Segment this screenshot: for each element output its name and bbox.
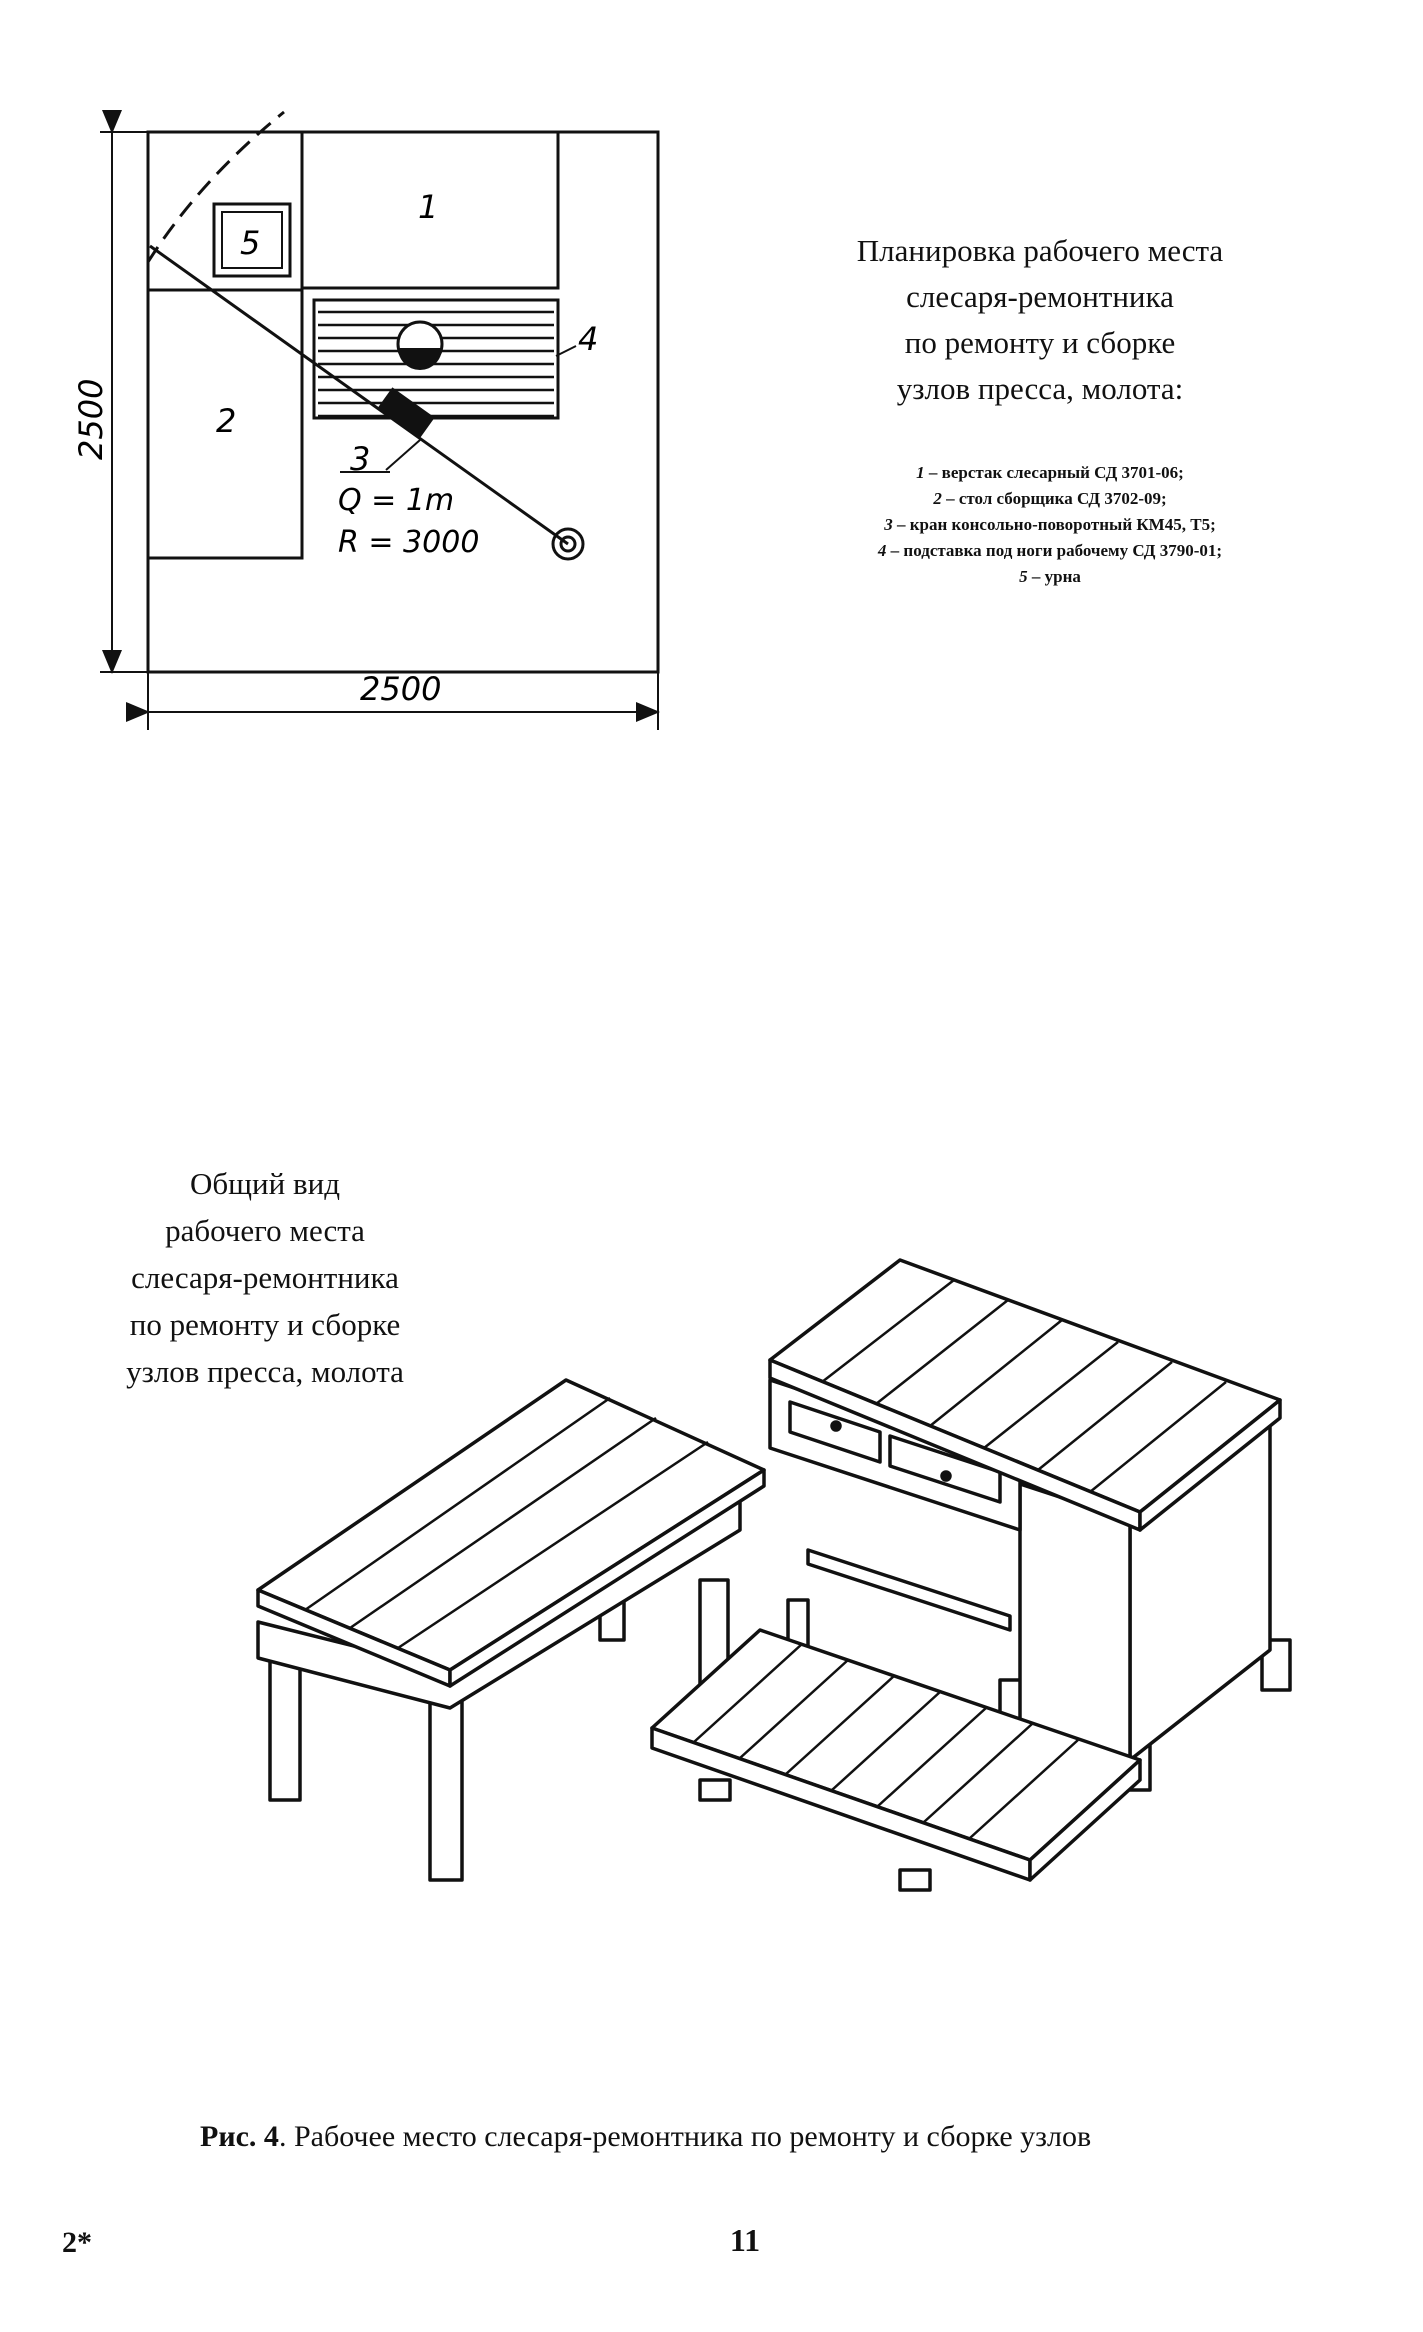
plan-title-line: по ремонту и сборке (904, 325, 1176, 360)
crane-radius-label: R = 3000 (338, 525, 479, 560)
legend-item: 2 – стол сборщика СД 3702-09; (933, 489, 1167, 508)
plan-title-line: узлов пресса, молота: (896, 371, 1184, 406)
legend-item: 3 – кран консольно-поворотный КМ45, Т5; (884, 515, 1216, 534)
label-item-4: 4 (578, 320, 598, 358)
label-item-3: 3 (350, 440, 370, 478)
label-item-2: 2 (216, 402, 236, 440)
figure-caption-prefix: Рис. 4 (200, 2120, 279, 2153)
page-number: 11 (729, 2222, 761, 2258)
signature-mark: 2* (62, 2226, 92, 2259)
crane-load-label: Q = 1m (338, 483, 454, 518)
view-title-line: по ремонту и сборке (129, 1307, 401, 1342)
view-title-line: слесаря-ремонтника (131, 1260, 399, 1295)
view-title-line: Общий вид (190, 1166, 340, 1201)
label-item-5: 5 (240, 224, 260, 262)
footrest-rect (312, 298, 560, 420)
general-view-title: Общий вид рабочего места слесаря-ремонтн… (80, 1160, 450, 1395)
view-title-line: рабочего места (165, 1213, 365, 1248)
plan-title: Планировка рабочего места слесаря-ремонт… (820, 228, 1260, 412)
legend-item: 4 – подставка под ноги рабочему СД 3790-… (877, 541, 1223, 560)
urn-rect (212, 202, 292, 278)
footrest-illustration (650, 1628, 1142, 1892)
figure-caption: Рис. 4. Рабочее место слесаря-ремонтника… (200, 2120, 1350, 2154)
figure-caption-text: . Рабочее место слесаря-ремонтника по ре… (278, 2120, 1092, 2153)
view-title-line: узлов пресса, молота (126, 1354, 404, 1389)
plan-title-line: слесаря-ремонтника (906, 279, 1174, 314)
legend-item: 1 – верстак слесарный СД 3701-06; (916, 463, 1184, 482)
assembly-table-illustration (256, 1378, 766, 1882)
plan-title-line: Планировка рабочего места (856, 233, 1224, 268)
plan-width-dimension: 2500 (360, 670, 441, 708)
plan-legend: 1 – верстак слесарный СД 3701-06; 2 – ст… (760, 460, 1340, 590)
crane-jib (149, 244, 569, 546)
label-item-1: 1 (418, 188, 438, 226)
workplace-plan-drawing: 1 5 2 4 3 Q = 1m R = 3000 2500 2500 (72, 110, 660, 730)
workplace-isometric-drawing (256, 1258, 1292, 1892)
plan-height-dimension: 2500 (72, 379, 110, 460)
assembly-table-rect (146, 288, 304, 560)
legend-item: 5 – урна (1019, 567, 1081, 586)
crane-reach-arc (146, 110, 285, 263)
